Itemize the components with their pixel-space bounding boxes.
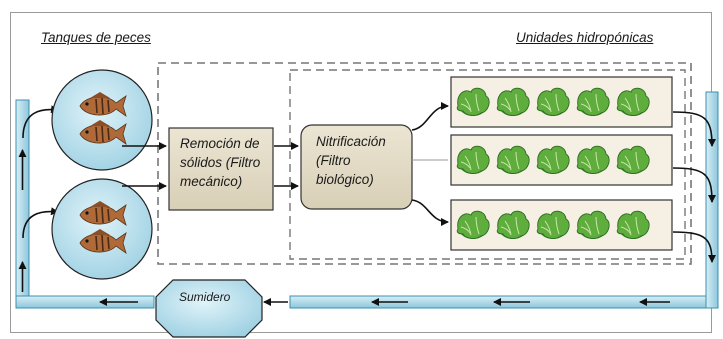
sump-tank (155, 279, 263, 338)
lettuce-icon (456, 210, 490, 240)
lettuce-icon (536, 210, 570, 240)
lettuce-icon (576, 145, 610, 175)
lettuce-icon (616, 87, 650, 117)
lettuce-icon (496, 87, 530, 117)
bottom-pipe-left (15, 295, 155, 309)
biofilter-box (300, 124, 413, 210)
lettuce-icon (576, 87, 610, 117)
bed-outflow-arrow (672, 231, 716, 263)
filtration-group-outline (157, 62, 692, 265)
lettuce-icon (536, 145, 570, 175)
lettuce-icon (616, 210, 650, 240)
mechanical-filter-box (168, 127, 274, 211)
biofilter-label: Nitrificación (Filtro biológico) (316, 134, 386, 187)
bed-outflow-arrow (672, 167, 716, 203)
bed-outflow-arrow (672, 111, 716, 147)
lettuce-icon (456, 145, 490, 175)
lettuce-icon (576, 210, 610, 240)
sump-label: Sumidero (179, 290, 231, 304)
lettuce-icon (456, 87, 490, 117)
lettuce-icon (536, 87, 570, 117)
hydroponic-units-title: Unidades hidropónicas (516, 30, 654, 45)
mechanical-filter-label: Remoción de sólidos (Filtro mecánico) (180, 136, 261, 189)
hydroponic-group-outline (289, 69, 686, 260)
fish-tank-bottom (51, 178, 153, 280)
lettuce-icon (616, 145, 650, 175)
lettuce-icon (496, 210, 530, 240)
biofilter-to-bed-arrow (411, 102, 449, 131)
inlet-arrow-bottom-tank (22, 207, 59, 239)
fish-tanks-title: Tanques de peces (41, 30, 151, 45)
biofilter-to-bed-arrow (411, 199, 449, 226)
fish-tank-top (51, 69, 153, 171)
lettuce-icon (496, 145, 530, 175)
